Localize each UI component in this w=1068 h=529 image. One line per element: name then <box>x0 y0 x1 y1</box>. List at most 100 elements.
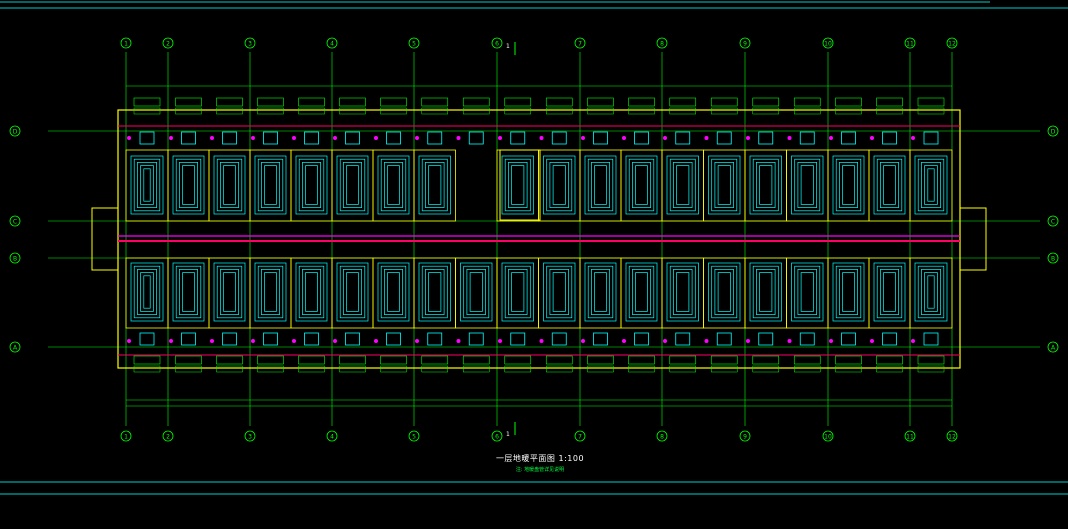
room-north <box>744 149 787 222</box>
room-tag-north <box>380 107 407 115</box>
room-tag-south <box>752 365 779 373</box>
room-tag-south <box>380 355 407 365</box>
building-walls <box>91 85 987 407</box>
heating-coil-loop <box>759 165 773 205</box>
heating-coil-loop <box>130 155 164 215</box>
heating-coil-loop <box>666 155 699 215</box>
heating-coil-loop <box>924 165 938 205</box>
outer-wall <box>117 109 961 369</box>
heating-coil-loop <box>216 265 243 319</box>
heating-coil-loop <box>295 155 328 215</box>
row-bubble-right-label: A <box>1051 345 1056 352</box>
heating-coil-loop <box>143 168 151 202</box>
heating-coil-loop <box>635 272 648 312</box>
room-tag-south <box>339 365 366 373</box>
room-tag-south <box>133 355 161 365</box>
heating-coil-loop <box>261 269 280 315</box>
row-bubble-left-label: A <box>13 345 18 352</box>
row-bubble-right-label: D <box>1051 129 1056 136</box>
room-tag-south <box>710 355 738 365</box>
room-tag-north <box>587 107 614 115</box>
heating-coil-loop <box>546 158 573 212</box>
column-bubble-bottom <box>946 430 958 442</box>
room-tag-south <box>628 365 655 373</box>
column-bubble-bottom <box>656 430 668 442</box>
column-bubble-bottom-label: 9 <box>743 434 747 441</box>
room-tag-north <box>793 97 821 107</box>
heating-coil-loop <box>298 158 325 212</box>
heating-coil-loop <box>384 269 403 315</box>
room-tag-north <box>711 107 738 115</box>
room-tag-north <box>380 97 407 107</box>
room-tag-south <box>546 365 573 373</box>
valve-south <box>498 339 502 343</box>
heating-coil-loop <box>552 272 566 312</box>
room-tag-north <box>876 107 903 115</box>
room-tag-south <box>835 355 862 365</box>
heating-coil-loop <box>791 262 824 322</box>
room-tag-north <box>257 107 284 115</box>
heating-coil-loop <box>800 272 814 312</box>
heating-coil-loop <box>130 262 164 322</box>
manifold-south <box>468 332 484 346</box>
column-bubble-bottom-label: 3 <box>248 434 252 441</box>
heating-coil-loop <box>346 272 359 312</box>
room-tag-north <box>628 97 655 107</box>
heating-coil-loop <box>336 155 369 215</box>
room-tag-south <box>463 365 490 373</box>
room-tag-south <box>504 355 532 365</box>
heating-coil-loop <box>254 155 287 215</box>
room-tag-north <box>298 97 325 107</box>
manifold-north <box>386 131 401 145</box>
heating-coil-loop <box>336 262 369 322</box>
manifold-south <box>882 332 897 346</box>
heating-coil-loop <box>797 269 817 315</box>
row-bubble-left <box>9 341 21 353</box>
room-north <box>496 149 539 222</box>
room-tag-north <box>545 97 573 107</box>
valve-south <box>127 339 131 343</box>
heating-coil-loop <box>625 155 658 215</box>
manifold-north <box>716 131 732 145</box>
column-bubble-top-label: 12 <box>948 41 956 48</box>
column-bubble-top <box>244 37 256 49</box>
heating-coil-loop <box>927 168 935 202</box>
row-bubble-right <box>1047 125 1059 137</box>
valve-south <box>169 339 173 343</box>
row-bubble-left <box>9 215 21 227</box>
heating-coil-loop <box>628 158 655 212</box>
room-tag-north <box>463 107 490 115</box>
valve-north <box>333 136 337 140</box>
valve-north <box>374 136 378 140</box>
column-bubble-top <box>739 37 751 49</box>
heating-coil-loop <box>927 275 935 309</box>
heating-coil-loop <box>880 269 899 315</box>
room-tag-north <box>462 97 490 107</box>
column-bubble-bottom-label: 10 <box>824 434 832 441</box>
heating-coil-loop <box>921 269 941 315</box>
manifold-north <box>263 131 278 145</box>
valve-south <box>829 339 833 343</box>
column-bubble-bottom-label: 8 <box>660 434 664 441</box>
heating-coil-loop <box>384 162 403 208</box>
drawing-frame <box>0 1 1068 495</box>
room-tag-south <box>339 355 366 365</box>
room-north <box>620 149 663 222</box>
room-tag-south <box>917 355 945 365</box>
column-bubble-top-label: 7 <box>578 41 582 48</box>
heating-coil-loop <box>346 165 359 205</box>
valve-south <box>581 339 585 343</box>
heating-coil-loop <box>873 155 906 215</box>
section-mark-label: 1 <box>506 43 510 50</box>
heating-coil-loop <box>883 165 896 205</box>
valve-north <box>415 136 419 140</box>
heating-coil-loop <box>143 275 151 309</box>
room-tag-north <box>669 107 696 115</box>
valve-south <box>911 339 915 343</box>
row-bubble-left-label: D <box>13 129 18 136</box>
valve-north <box>292 136 296 140</box>
heating-coil-loop <box>839 269 858 315</box>
heating-coil-loop <box>264 165 277 205</box>
room-tag-south <box>298 365 325 373</box>
